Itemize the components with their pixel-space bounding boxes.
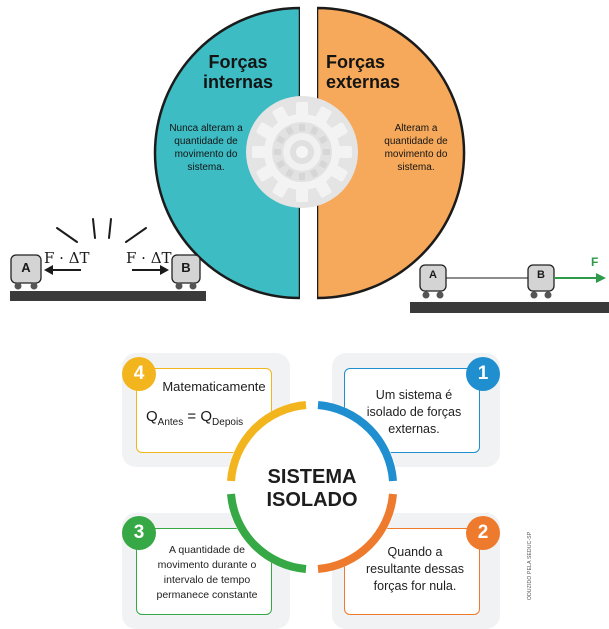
external-desc-line: Alteram a	[394, 123, 438, 134]
card-3-line: A quantidade de	[169, 544, 245, 556]
card-3-line: movimento durante o	[157, 559, 257, 571]
external-forces-half	[315, 6, 466, 300]
card-4-badge: 4	[122, 357, 156, 391]
internal-desc-line: movimento do	[174, 149, 238, 160]
forces-diagram	[10, 6, 609, 313]
credit-text: ODUZIDO PELA SEDUC-SP	[527, 531, 533, 600]
center-title-line1: SISTEMA	[267, 466, 357, 488]
ground-right	[410, 302, 609, 313]
formula-equals: =	[187, 408, 197, 425]
card-1-line: externas.	[388, 422, 440, 436]
internal-title-line2: internas	[202, 72, 274, 92]
card-2-line: resultante dessas	[366, 562, 464, 576]
block-a-left	[10, 254, 42, 284]
block-b-left	[171, 254, 201, 284]
internal-title-line1: Forças	[208, 52, 268, 72]
ground-left	[10, 291, 206, 301]
force-external-label: F	[591, 255, 599, 269]
block-a-left-label: A	[21, 260, 31, 275]
card-1-line: isolado de forças	[366, 405, 462, 419]
formula-sub-antes: Antes	[157, 417, 184, 428]
card-3-badge: 3	[122, 516, 156, 550]
external-forces-description: Alteram a quantidade de movimento do sis…	[370, 122, 462, 174]
card-3-text: A quantidade de movimento durante o inte…	[142, 543, 272, 603]
card-2-badge: 2	[466, 516, 500, 550]
force-right-label: F · ΔT	[126, 249, 172, 267]
left-scene	[10, 218, 206, 301]
card-2-line: forças for nula.	[373, 579, 457, 593]
card-1-badge: 1	[466, 357, 500, 391]
internal-forces-title: Forças internas	[193, 52, 283, 92]
force-left-label: F · ΔT	[44, 249, 90, 267]
formula-q-left: Q	[146, 408, 158, 425]
external-desc-line: movimento do	[384, 149, 448, 160]
formula-q-right: Q	[200, 408, 213, 425]
right-scene	[410, 264, 609, 313]
card-3-line: permanece constante	[156, 589, 258, 601]
card-2-line: Quando a	[387, 545, 443, 559]
formula-sub-depois: Depois	[212, 417, 244, 428]
internal-desc-line: sistema.	[187, 162, 225, 173]
external-desc-line: quantidade de	[384, 136, 448, 147]
internal-forces-description: Nunca alteram a quantidade de movimento …	[160, 122, 252, 174]
card-4-heading: Matematicamente	[162, 379, 266, 394]
card-4-formula: QAntes = QDepois	[146, 408, 280, 428]
card-2-text: Quando a resultante dessas forças for nu…	[352, 544, 478, 595]
block-b-left-label: B	[181, 260, 191, 275]
card-3-line: intervalo de tempo	[163, 574, 251, 586]
block-a-right-label: A	[429, 269, 437, 281]
block-a-right	[419, 264, 447, 292]
center-title-line2: ISOLADO	[266, 489, 358, 511]
block-b-right-label: B	[537, 269, 545, 281]
gear-icon	[246, 96, 358, 208]
arrow-right-icon	[160, 265, 169, 275]
arrow-left-icon	[44, 265, 53, 275]
external-title-line1: Forças	[326, 52, 386, 72]
center-title: SISTEMA ISOLADO	[252, 466, 372, 512]
internal-desc-line: quantidade de	[174, 136, 238, 147]
external-title-line2: externas	[326, 72, 401, 92]
impact-lines-icon	[56, 218, 147, 243]
card-1-line: Um sistema é	[375, 388, 453, 402]
internal-desc-line: Nunca alteram a	[169, 123, 243, 134]
force-arrow-icon	[596, 273, 606, 283]
external-desc-line: sistema.	[397, 162, 435, 173]
external-forces-title: Forças externas	[326, 52, 416, 92]
internal-forces-half	[153, 6, 302, 300]
card-1-text: Um sistema é isolado de forças externas.	[355, 387, 473, 438]
